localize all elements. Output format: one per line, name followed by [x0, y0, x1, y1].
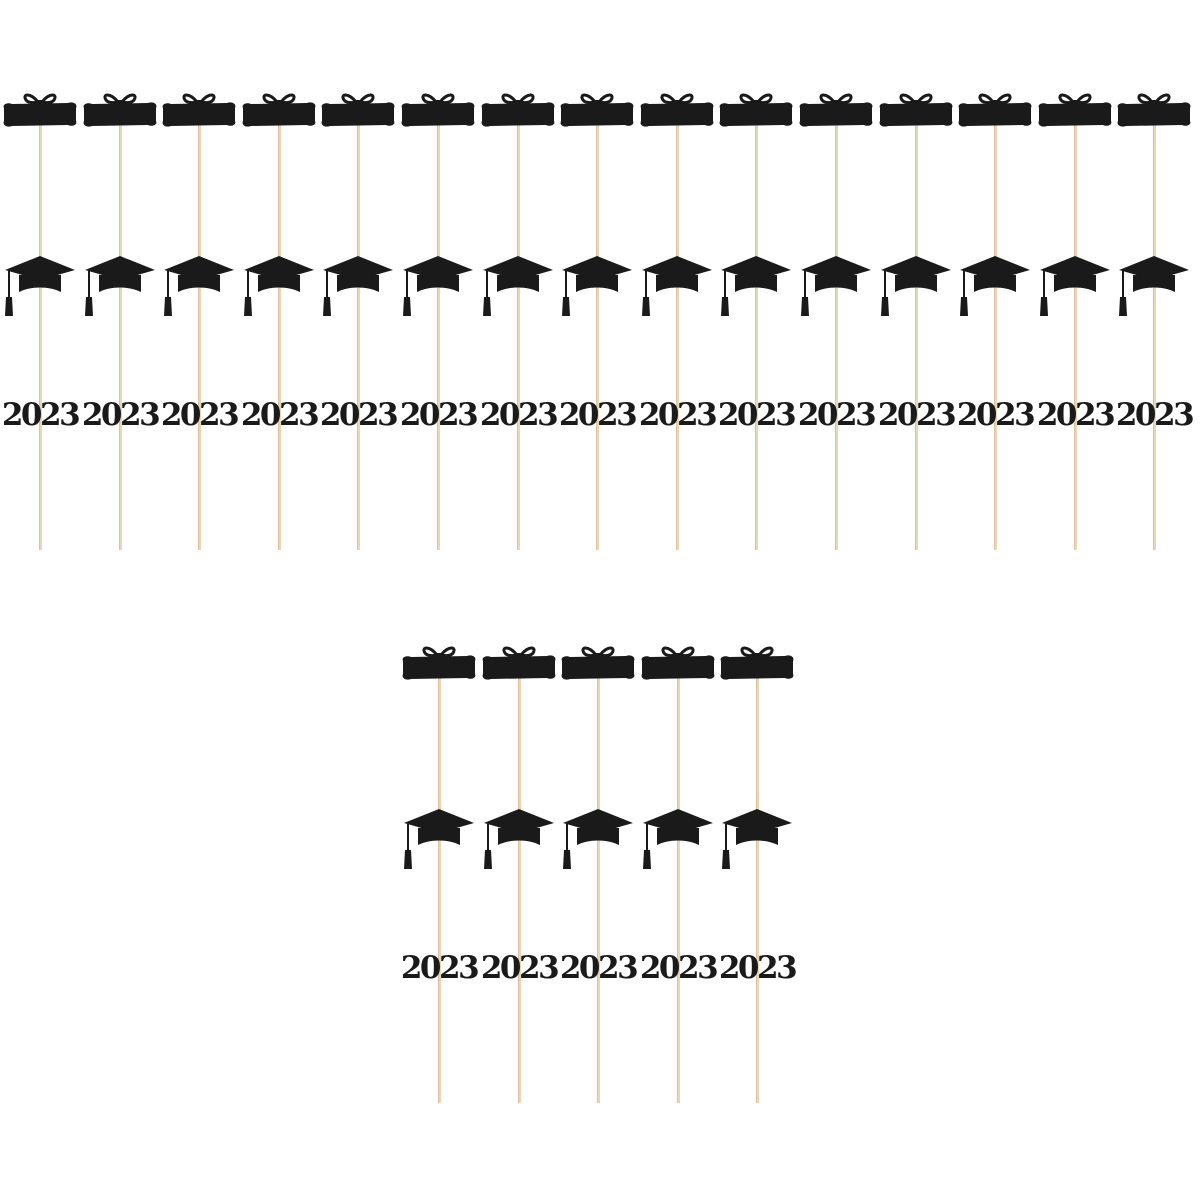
- graduation-cap-icon: [404, 809, 474, 869]
- year-2023-text: 2023: [319, 397, 399, 433]
- graduation-cap-icon: [563, 809, 633, 869]
- bamboo-stick: [278, 125, 281, 550]
- year-2023-text: 2023: [399, 397, 479, 433]
- graduation-cap-icon: [5, 256, 75, 316]
- graduation-cap-icon: [722, 809, 792, 869]
- year-2023-text: 2023: [160, 397, 240, 433]
- scroll-icon: [321, 93, 395, 127]
- scroll-icon: [481, 93, 555, 127]
- year-2023-text: 2023: [1, 397, 81, 433]
- bamboo-stick: [676, 125, 679, 550]
- scroll-icon: [482, 646, 556, 680]
- year-2023-text: 2023: [479, 397, 559, 433]
- bamboo-stick: [756, 678, 759, 1103]
- scroll-icon: [162, 93, 236, 127]
- graduation-cap-icon: [244, 256, 314, 316]
- scroll-icon: [641, 646, 715, 680]
- bamboo-stick: [198, 125, 201, 550]
- year-2023-text: 2023: [1115, 397, 1195, 433]
- scroll-icon: [3, 93, 77, 127]
- graduation-cap-icon: [403, 256, 473, 316]
- scroll-icon: [720, 646, 794, 680]
- bamboo-stick: [596, 125, 599, 550]
- year-2023-text: 2023: [877, 397, 957, 433]
- graduation-cap-icon: [643, 809, 713, 869]
- year-2023-text: 2023: [956, 397, 1036, 433]
- bamboo-stick: [39, 125, 42, 550]
- bamboo-stick: [835, 125, 838, 550]
- bamboo-stick: [438, 678, 441, 1103]
- bamboo-stick: [119, 125, 122, 550]
- scroll-icon: [402, 646, 476, 680]
- scroll-icon: [1038, 93, 1112, 127]
- graduation-cap-icon: [323, 256, 393, 316]
- bamboo-stick: [357, 125, 360, 550]
- scroll-icon: [560, 93, 634, 127]
- scroll-icon: [1117, 93, 1191, 127]
- year-2023-text: 2023: [480, 950, 560, 986]
- year-2023-text: 2023: [638, 397, 718, 433]
- scroll-icon: [401, 93, 475, 127]
- bamboo-stick: [518, 678, 521, 1103]
- scroll-icon: [242, 93, 316, 127]
- bamboo-stick: [1074, 125, 1077, 550]
- graduation-cap-icon: [881, 256, 951, 316]
- year-2023-text: 2023: [717, 397, 797, 433]
- year-2023-text: 2023: [797, 397, 877, 433]
- graduation-cap-icon: [801, 256, 871, 316]
- scroll-icon: [799, 93, 873, 127]
- bamboo-stick: [994, 125, 997, 550]
- graduation-cap-icon: [562, 256, 632, 316]
- year-2023-text: 2023: [81, 397, 161, 433]
- bamboo-stick: [517, 125, 520, 550]
- scroll-icon: [83, 93, 157, 127]
- graduation-cap-icon: [1119, 256, 1189, 316]
- scroll-icon: [640, 93, 714, 127]
- bamboo-stick: [1153, 125, 1156, 550]
- bamboo-stick: [437, 125, 440, 550]
- bamboo-stick: [677, 678, 680, 1103]
- scroll-icon: [561, 646, 635, 680]
- scroll-icon: [719, 93, 793, 127]
- graduation-cap-icon: [1040, 256, 1110, 316]
- bamboo-stick: [597, 678, 600, 1103]
- year-2023-text: 2023: [558, 397, 638, 433]
- graduation-cap-icon: [960, 256, 1030, 316]
- year-2023-text: 2023: [559, 950, 639, 986]
- year-2023-text: 2023: [400, 950, 480, 986]
- graduation-cap-icon: [85, 256, 155, 316]
- graduation-cap-icon: [484, 809, 554, 869]
- year-2023-text: 2023: [1036, 397, 1116, 433]
- graduation-cap-icon: [721, 256, 791, 316]
- bamboo-stick: [915, 125, 918, 550]
- scroll-icon: [879, 93, 953, 127]
- bamboo-stick: [755, 125, 758, 550]
- year-2023-text: 2023: [240, 397, 320, 433]
- year-2023-text: 2023: [718, 950, 798, 986]
- year-2023-text: 2023: [639, 950, 719, 986]
- graduation-cap-icon: [164, 256, 234, 316]
- graduation-cap-icon: [642, 256, 712, 316]
- graduation-cap-icon: [483, 256, 553, 316]
- scroll-icon: [958, 93, 1032, 127]
